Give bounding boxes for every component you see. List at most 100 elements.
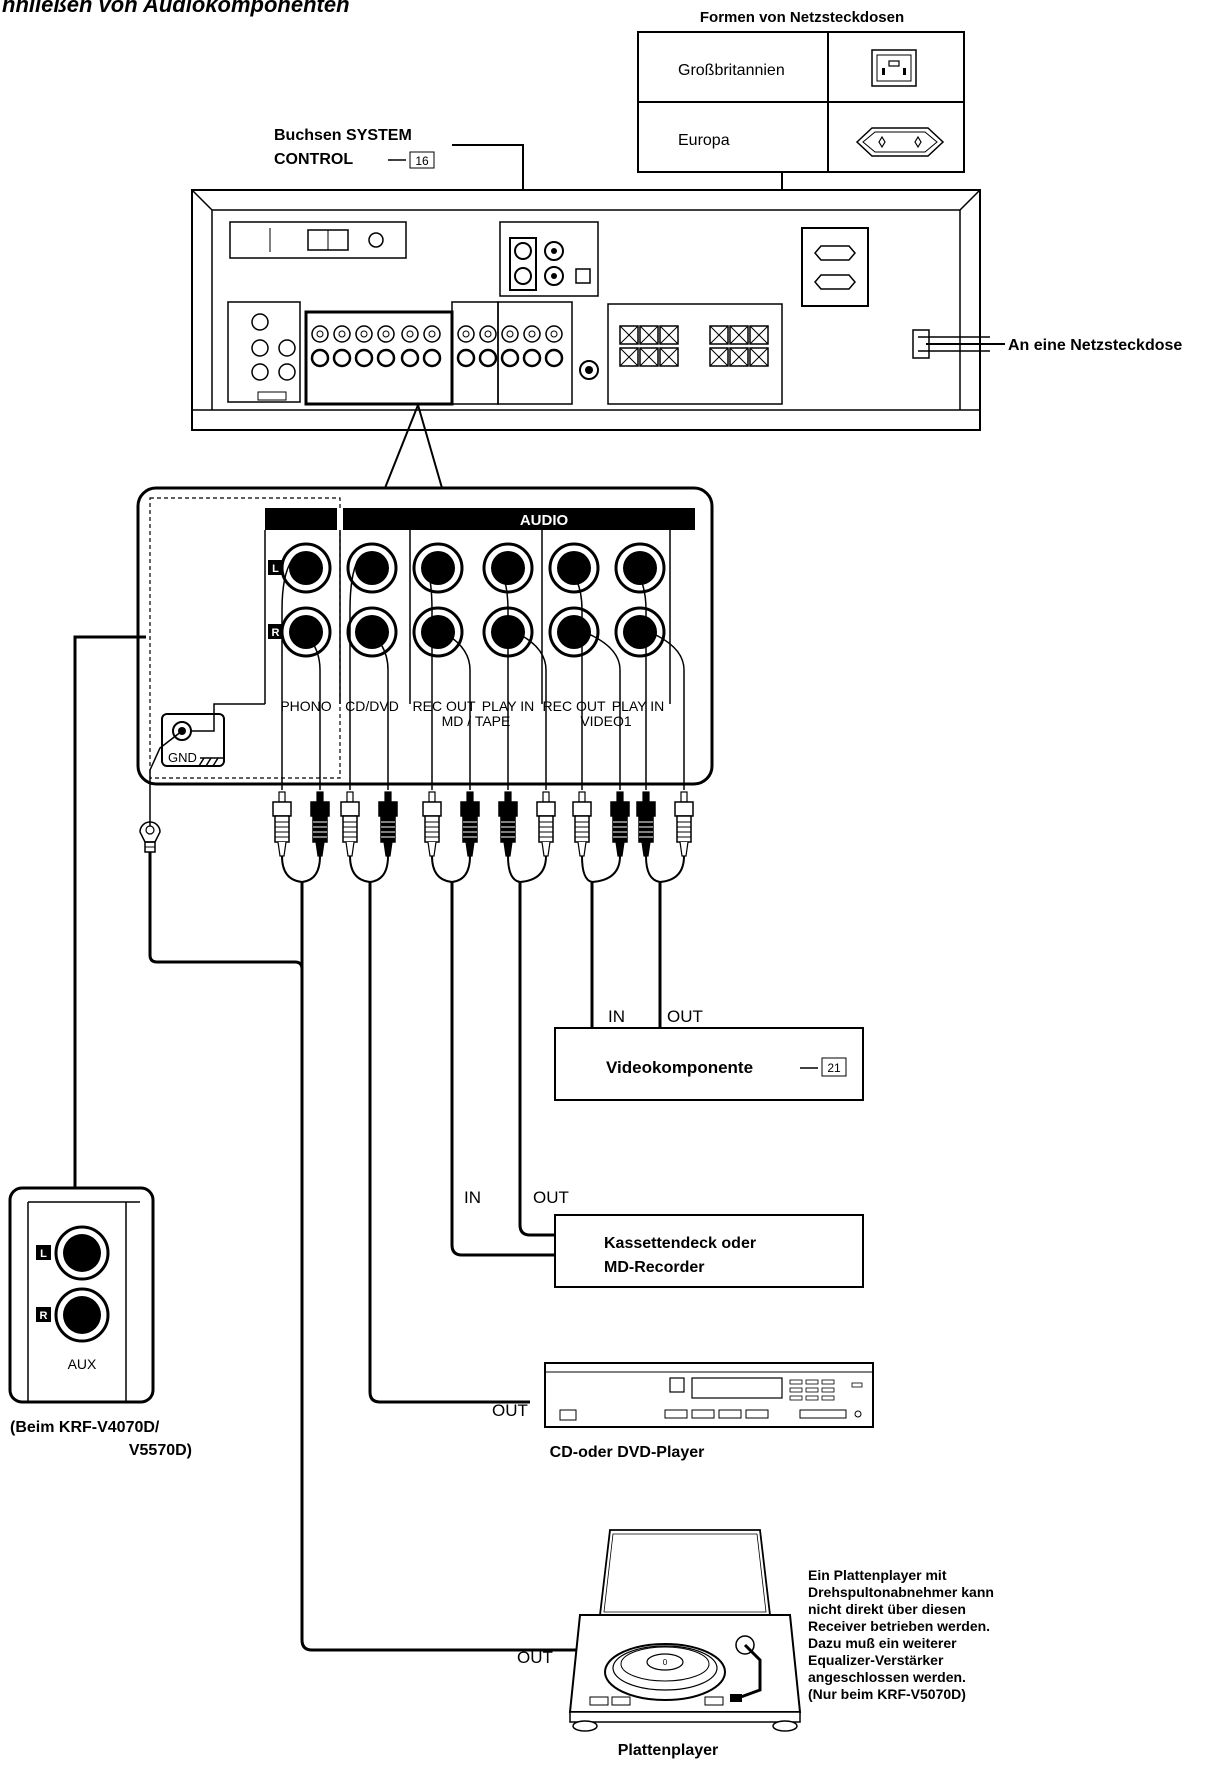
rear-jack-bottom (456, 348, 476, 368)
rca-plug-boot (277, 841, 287, 857)
speaker-terminal-cross (619, 325, 639, 345)
speaker-terminal-cross (729, 325, 749, 345)
speaker-terminal (729, 325, 749, 345)
audio-jack-ring (482, 542, 534, 594)
speaker-terminal (709, 325, 729, 345)
rca-plug-body (312, 815, 328, 843)
aux-input-box: L R AUX (Beim KRF-V4070D/ V5570D) (8, 1186, 192, 1459)
rca-plug-body (574, 815, 590, 843)
cable-right (625, 623, 685, 790)
rca-plug-tip (278, 791, 286, 803)
audio-jack-core (623, 551, 657, 585)
rca-plug-body (538, 815, 554, 843)
system-control-label-line1: Buchsen SYSTEM (274, 127, 412, 144)
label-video-play-in: PLAY IN (612, 698, 664, 714)
audio-jack-ring (548, 606, 600, 658)
audio-jack-ring (346, 542, 398, 594)
video-component-label: Videokomponente (606, 1058, 753, 1077)
rca-plug-boot (577, 841, 587, 857)
speaker-terminal (749, 325, 769, 345)
rear-jack-top-center (360, 330, 368, 338)
rear-jack-bottom (500, 348, 520, 368)
rear-jack-top-center (316, 330, 324, 338)
audio-jack-core (289, 551, 323, 585)
rear-jack-top-center (506, 330, 514, 338)
cable-left (559, 559, 583, 790)
cable-right (423, 623, 471, 790)
rear-jack-bottom (376, 348, 396, 368)
rear-jack-top-center (382, 330, 390, 338)
rear-jack-strip (310, 325, 564, 368)
rear-jack-top (479, 325, 497, 343)
speaker-terminal-cross (659, 325, 679, 345)
audio-jack-core (623, 615, 657, 649)
rca-plug-boot (465, 841, 475, 857)
rca-plug-collar (610, 801, 630, 817)
speaker-terminal (729, 347, 749, 367)
label-video-rec-out: REC OUT (543, 698, 606, 714)
rca-plug-collar (498, 801, 518, 817)
audio-cables (281, 559, 685, 790)
panel-left-marker: L (272, 563, 279, 575)
rear-jack-bottom (522, 348, 542, 368)
audio-jack-core (421, 615, 455, 649)
aux-right-marker: R (40, 1310, 48, 1322)
ground-lug-icon (139, 821, 161, 853)
outlet-table-title: Formen von Netzsteckdosen (700, 9, 904, 26)
cassette-label-line1: Kassettendeck oder (604, 1235, 756, 1252)
rear-jack-top-center (484, 330, 492, 338)
label-cd-dvd: CD/DVD (345, 698, 399, 714)
rca-plug-tip (316, 791, 324, 803)
label-md-tape: MD / TAPE (442, 713, 511, 729)
audio-jack-core (289, 615, 323, 649)
aux-label: AUX (68, 1356, 97, 1372)
speaker-terminal (659, 347, 679, 367)
rear-jack-top-center (338, 330, 346, 338)
audio-jack-core (421, 551, 455, 585)
audio-jack-ring (412, 542, 464, 594)
rear-jack-top (355, 325, 373, 343)
speaker-terminal-cross (709, 325, 729, 345)
cd-player-label: CD-oder DVD-Player (550, 1444, 705, 1461)
rear-jack-top (523, 325, 541, 343)
plug-pair-join (507, 855, 547, 884)
rca-plug-body (274, 815, 290, 843)
cassette-in-label: IN (464, 1188, 481, 1207)
rca-plug-collar (378, 801, 398, 817)
audio-jack-ring (614, 542, 666, 594)
rca-plug-tip (384, 791, 392, 803)
rca-plug-tip (578, 791, 586, 803)
plug-pair-join (281, 855, 321, 884)
rear-jack-top (377, 325, 395, 343)
audio-jack-ring (548, 542, 600, 594)
rca-plug-collar (460, 801, 480, 817)
rca-plug-tip (642, 791, 650, 803)
outlet-row-eu-label: Europa (678, 132, 730, 149)
rear-jack-top (501, 325, 519, 343)
aux-note-line1: (Beim KRF-V4070D/ (10, 1419, 160, 1436)
rca-plug-boot (615, 841, 625, 857)
rear-jack-top (545, 325, 563, 343)
audio-header: AUDIO (520, 512, 569, 529)
panel-right-marker: R (272, 627, 280, 639)
rca-plug-body (638, 815, 654, 843)
rca-plugs (272, 791, 694, 900)
cable-left (349, 559, 359, 790)
cable-left (281, 559, 293, 790)
rear-jack-bottom (354, 348, 374, 368)
rca-plug-tip (346, 791, 354, 803)
rca-plug-boot (315, 841, 325, 857)
outlet-row-uk-label: Großbritannien (678, 62, 785, 79)
rear-jack-top-center (406, 330, 414, 338)
audio-jack-core (355, 615, 389, 649)
cable-right (357, 623, 389, 790)
rca-plug-collar (310, 801, 330, 817)
cable-left (423, 559, 433, 790)
cable-right (559, 623, 621, 790)
speaker-terminal (619, 347, 639, 367)
speaker-terminal-cross (659, 347, 679, 367)
turntable-out-label: OUT (517, 1648, 553, 1667)
rear-jack-bottom (544, 348, 564, 368)
rca-plug-tip (680, 791, 688, 803)
mains-outlet-label: An eine Netzsteckdose (1008, 337, 1182, 354)
